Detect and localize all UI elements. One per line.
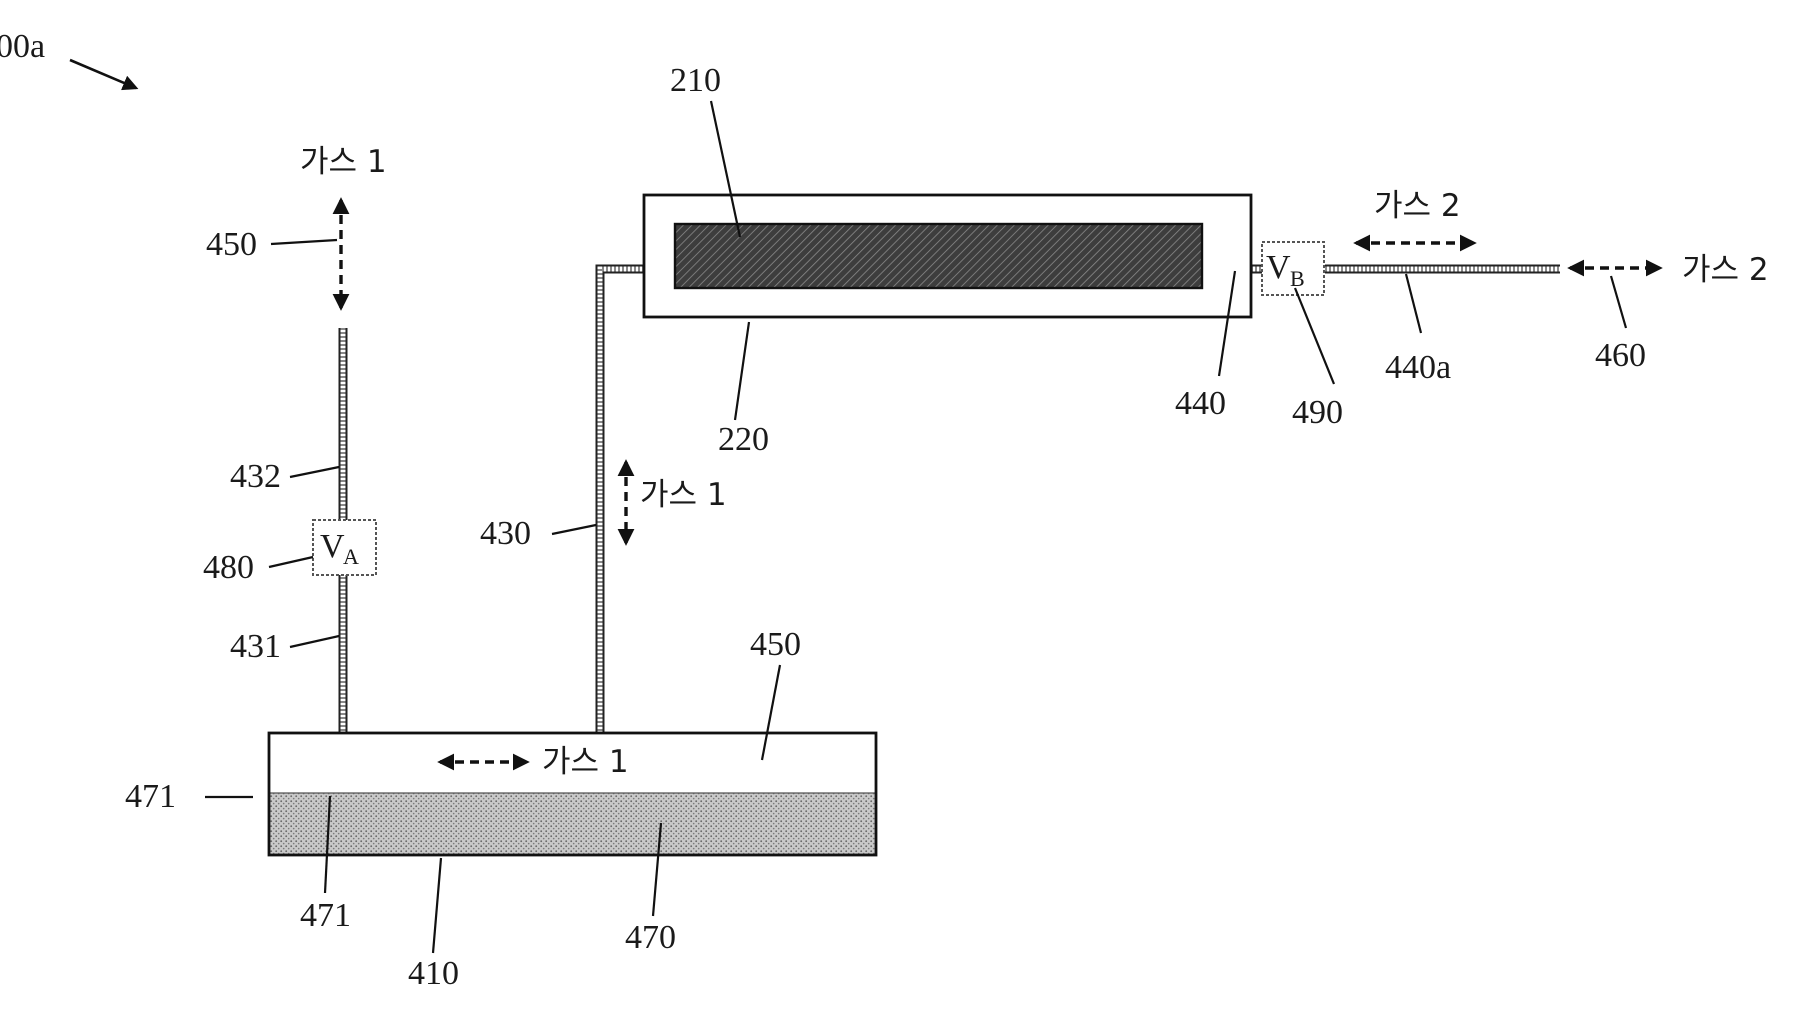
valve-vb-490: V B [1262, 242, 1324, 295]
leader-490 [1295, 288, 1334, 384]
element-210 [675, 224, 1202, 288]
ref-220: 220 [718, 421, 769, 458]
ref-440a: 440a [1385, 349, 1451, 386]
ref-470: 470 [625, 919, 676, 956]
gas1-label-mid: 가스 1 [640, 477, 727, 513]
leader-440a [1406, 274, 1421, 333]
ref-490: 490 [1292, 394, 1343, 431]
leader-430 [552, 525, 596, 534]
valve-vb-subscript: B [1290, 266, 1305, 291]
leader-220 [735, 322, 749, 420]
leader-432 [290, 467, 339, 477]
leader-410 [433, 858, 441, 953]
tank-liquid-470 [269, 793, 876, 855]
valve-va-480: V A [313, 520, 376, 575]
valve-va-letter: V [320, 528, 345, 565]
ref-460: 460 [1595, 337, 1646, 374]
ref-210: 210 [670, 62, 721, 99]
ref-440: 440 [1175, 385, 1226, 422]
leader-480 [269, 557, 313, 567]
gas2-label-right: 가스 2 [1682, 252, 1769, 288]
ref-410: 410 [408, 955, 459, 992]
gas2-label-top: 가스 2 [1374, 188, 1461, 224]
gas1-label-top: 가스 1 [300, 144, 387, 180]
ref-450-top: 450 [206, 226, 257, 263]
valve-va-subscript: A [343, 544, 359, 569]
figure-pointer-arrow [70, 60, 136, 88]
leader-460 [1611, 276, 1626, 328]
ref-471-left: 471 [125, 778, 176, 815]
ref-430: 430 [480, 515, 531, 552]
ref-480: 480 [203, 549, 254, 586]
ref-471-bottom: 471 [300, 897, 351, 934]
leader-431 [290, 636, 339, 647]
ref-432: 432 [230, 458, 281, 495]
gas1-label-tank: 가스 1 [542, 744, 629, 780]
leader-450-top [271, 240, 337, 244]
figure-label: 00a [0, 28, 45, 65]
ref-450-tank: 450 [750, 626, 801, 663]
valve-vb-letter: V [1266, 249, 1291, 286]
ref-431: 431 [230, 628, 281, 665]
